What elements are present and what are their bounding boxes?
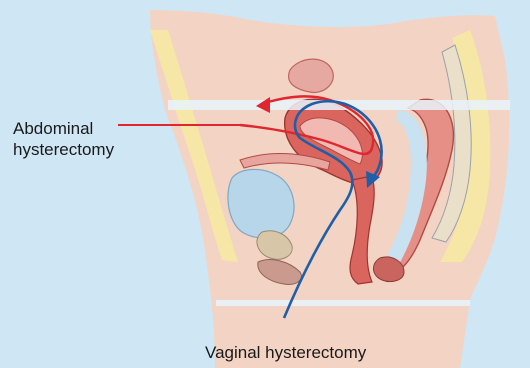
abdominal-label-line1: Abdominal [13,118,114,139]
lower-cut-band [216,300,470,306]
abdominal-hysterectomy-label: Abdominal hysterectomy [13,118,114,160]
vaginal-hysterectomy-label: Vaginal hysterectomy [205,342,366,363]
bowel-loop [289,59,334,92]
abdominal-label-line2: hysterectomy [13,139,114,160]
